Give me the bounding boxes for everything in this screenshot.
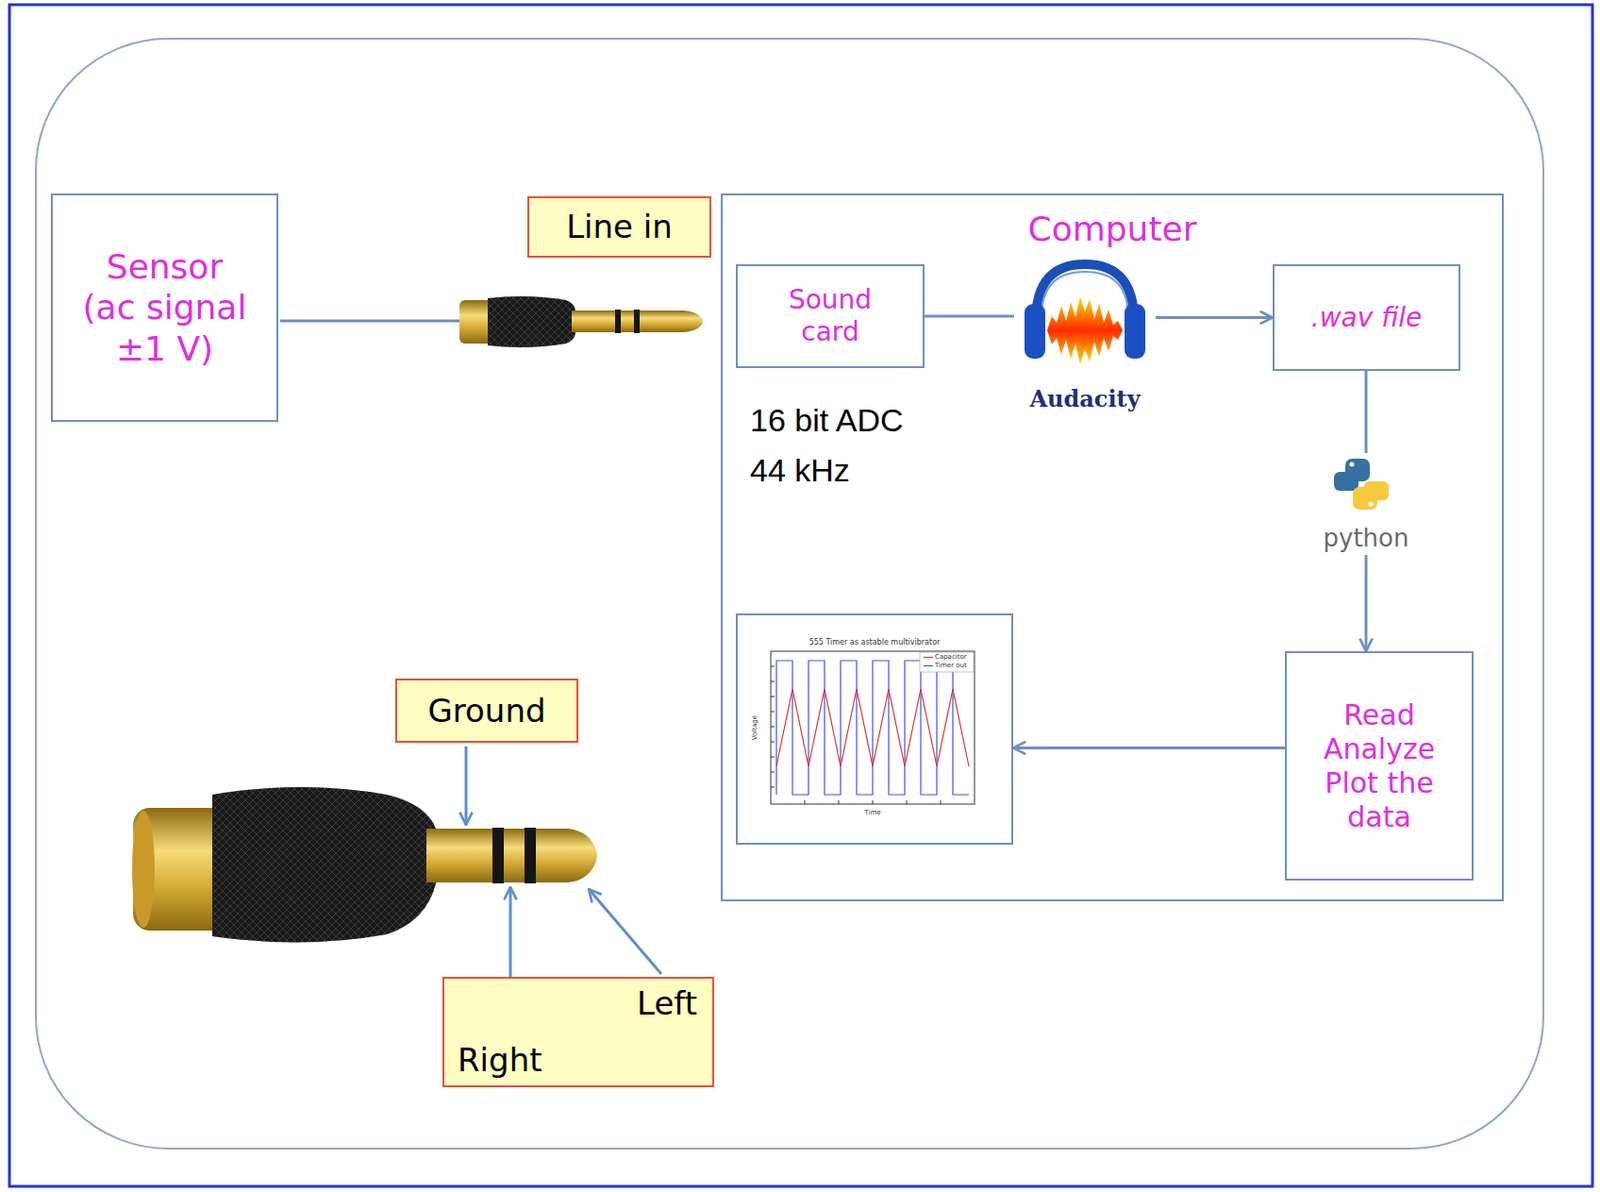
process-box: Read Analyze Plot the data	[1284, 650, 1474, 881]
legend-entry: Capacitor	[934, 653, 967, 661]
callout-box: Line in	[527, 196, 712, 258]
node-text: Left	[636, 983, 698, 1023]
node-text: python	[1323, 523, 1410, 553]
node-text: Ground	[427, 691, 546, 731]
node-text: 555 Timer as astable multivibrator	[809, 637, 941, 648]
node-text: Read Analyze Plot the data	[1317, 698, 1441, 834]
node-text: Audacity	[1029, 385, 1140, 414]
rounded-frame	[35, 38, 1544, 1149]
sensor-wire	[280, 319, 460, 323]
connector	[924, 315, 1015, 318]
python-logo-node: python	[1314, 452, 1418, 555]
connector	[1155, 316, 1273, 319]
node-text: .wav file	[1311, 301, 1423, 334]
large-jack-plug	[132, 786, 598, 943]
audacity-logo-node: Audacity	[1014, 259, 1156, 416]
spec-label: 44 kHz	[750, 450, 850, 490]
sensor-box: Sensor (ac signal ±1 V)	[50, 193, 279, 422]
left-pointer	[588, 888, 662, 974]
file-box: .wav file	[1272, 264, 1461, 371]
node-text: Line in	[566, 207, 673, 247]
python-logo	[1333, 458, 1389, 510]
callout-box: Ground	[395, 678, 579, 743]
connector	[1365, 554, 1368, 651]
axis-label: Voltage	[750, 704, 759, 750]
plot-chart	[735, 613, 1014, 845]
node-text: Right	[457, 1040, 543, 1080]
spec-label: 16 bit ADC	[750, 400, 904, 440]
small-jack-plug	[459, 296, 703, 348]
connector	[1365, 370, 1368, 453]
sound-card-box: Sound card	[735, 264, 925, 368]
node-text: Sound card	[778, 283, 883, 348]
connector	[1013, 746, 1285, 750]
outer-frame	[9, 4, 1593, 1186]
ground-pointer	[465, 746, 468, 825]
node-text: Computer	[1028, 208, 1198, 250]
node-text: Sensor (ac signal ±1 V)	[80, 246, 250, 369]
legend-entry: Timer out	[934, 662, 967, 669]
axis-label: Time	[853, 808, 892, 817]
audacity-logo	[1024, 264, 1146, 365]
callout-box: LeftRight	[442, 976, 715, 1087]
computer-box: ComputerSound cardAudacity .wav file pytho…	[720, 193, 1504, 901]
